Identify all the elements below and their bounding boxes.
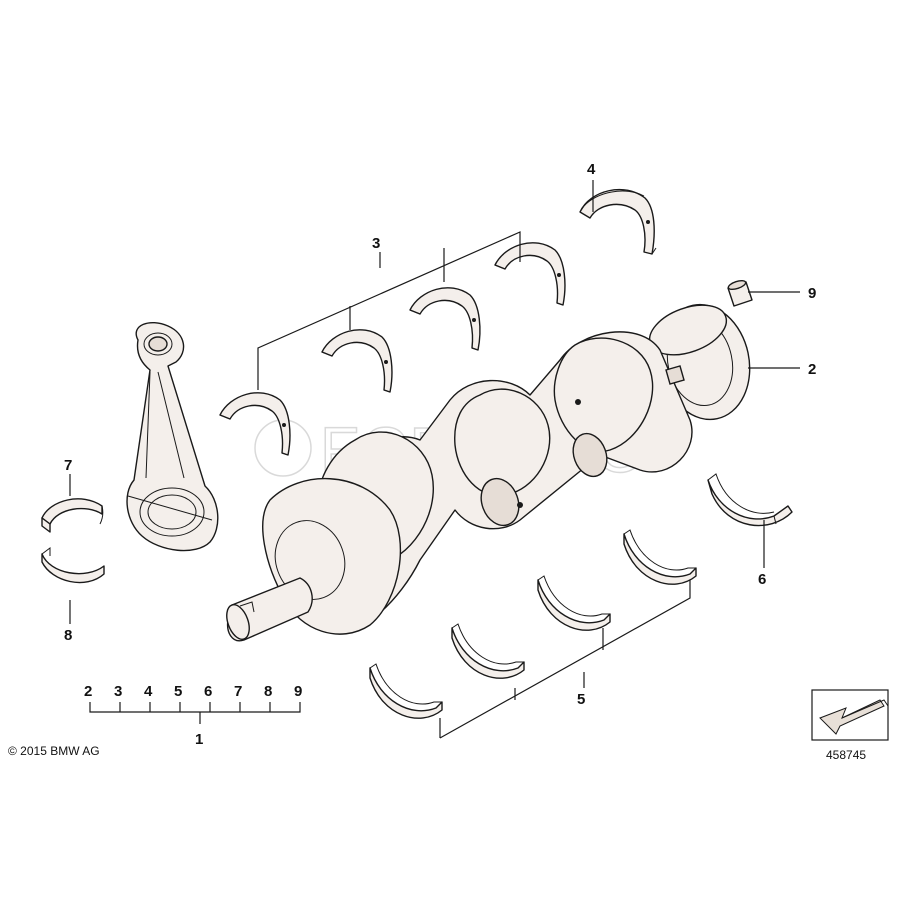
assembly-legend: 2 3 4 5 6 7 8 9 1 <box>84 683 302 748</box>
legend-number: 9 <box>294 683 302 700</box>
callout-9: 9 <box>808 285 816 302</box>
legend-number: 5 <box>174 683 182 700</box>
callouts: 3 4 9 2 7 8 6 5 <box>64 161 816 708</box>
legend-number: 6 <box>204 683 212 700</box>
callout-5: 5 <box>577 691 585 708</box>
lower-bearing-shells <box>369 529 697 719</box>
connecting-rod <box>126 322 219 552</box>
lower-bearing-shell <box>369 663 443 719</box>
leader-lines <box>69 180 800 739</box>
upper-bearing-shells <box>219 242 566 456</box>
callout-4: 4 <box>587 161 596 178</box>
lower-thrust-bearing-shell <box>707 473 793 527</box>
legend-number: 2 <box>84 683 92 700</box>
crankshaft <box>226 303 751 642</box>
callout-8: 8 <box>64 627 72 644</box>
upper-bearing-shell <box>321 329 393 393</box>
upper-bearing-shell <box>219 392 291 456</box>
upper-bearing-shell <box>409 287 481 351</box>
conrod-bearing-lower <box>41 547 105 584</box>
legend-number: 3 <box>114 683 122 700</box>
thrust-bearing-shell <box>579 188 657 255</box>
orientation-box <box>811 689 889 741</box>
upper-bearing-shell <box>494 242 566 306</box>
legend-number: 4 <box>144 683 153 700</box>
dowel-sleeve <box>727 279 753 307</box>
legend-assembly-number: 1 <box>195 731 203 748</box>
callout-6: 6 <box>758 571 766 588</box>
copyright-text: © 2015 BMW AG <box>8 744 100 758</box>
legend-number: 7 <box>234 683 242 700</box>
lower-bearing-shell <box>623 529 697 585</box>
lower-bearing-shell <box>537 575 611 631</box>
conrod-bearing-upper <box>41 498 104 533</box>
callout-2: 2 <box>808 361 816 378</box>
legend-number: 8 <box>264 683 272 700</box>
callout-3: 3 <box>372 235 380 252</box>
lower-bearing-shell <box>451 623 525 679</box>
diagram-id: 458745 <box>826 748 867 762</box>
callout-7: 7 <box>64 457 72 474</box>
arrow-icon <box>819 699 885 735</box>
